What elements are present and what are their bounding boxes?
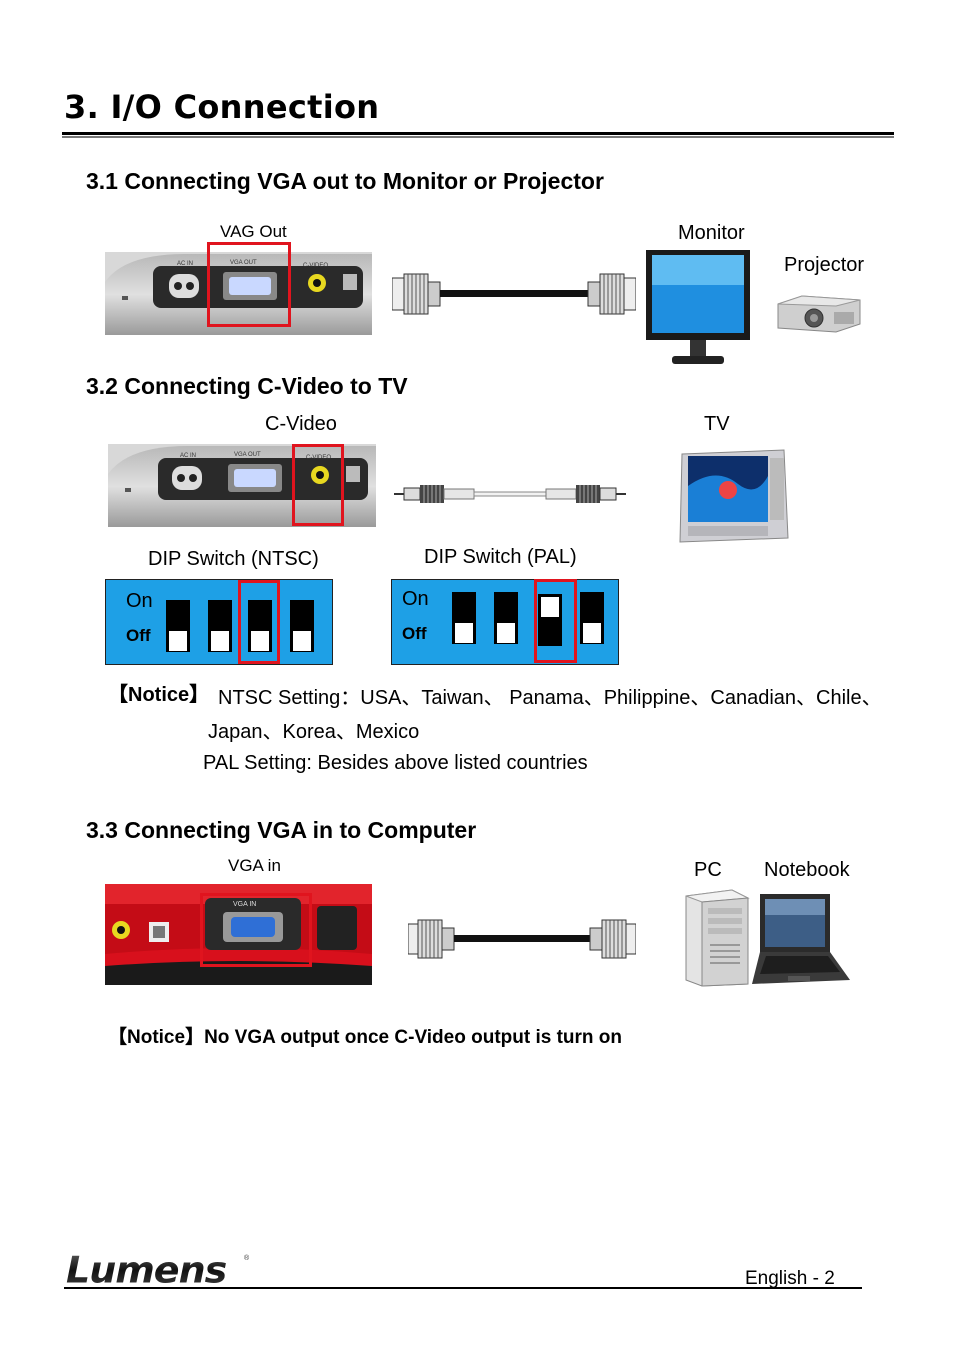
notice-pal-line: PAL Setting: Besides above listed countr…	[203, 752, 588, 774]
dip-ntsc-switch-3	[248, 600, 272, 652]
section-3-3-title: 3.3 Connecting VGA in to Computer	[86, 817, 477, 843]
lumens-logo: Lumens ®	[64, 1249, 260, 1291]
rca-cable-illustration	[394, 482, 626, 506]
dip-ntsc-switch-2	[208, 600, 232, 652]
dip-switch-pal: On Off	[391, 579, 619, 665]
svg-text:®: ®	[244, 1254, 250, 1262]
ac-in-text: AC IN	[180, 453, 196, 459]
title-rule	[62, 132, 894, 135]
dip-pal-highlight	[534, 579, 577, 663]
vga-out-label: VAG Out	[220, 222, 287, 241]
vga-in-label: VGA in	[228, 856, 281, 875]
tv-label: TV	[704, 413, 730, 435]
dip-ntsc-label: DIP Switch (NTSC)	[148, 548, 319, 570]
c-video-text: C-VIDEO	[303, 263, 328, 269]
vga-in-highlight	[200, 893, 312, 967]
dip-pal-on-label: On	[402, 588, 429, 610]
dip-switch-ntsc: On Off	[105, 579, 333, 665]
vga-in-text: VGA IN	[233, 901, 256, 908]
dip-ntsc-off-label: Off	[126, 626, 151, 645]
projector-label: Projector	[784, 254, 865, 276]
notebook-illustration	[750, 892, 852, 988]
notice-ntsc-line-2: Japan、Korea、Mexico	[208, 721, 420, 743]
notice-bracket: 【Notice】	[108, 684, 210, 706]
vga-out-text: VGA OUT	[234, 452, 261, 458]
dip-pal-switch-2	[494, 592, 518, 644]
dip-ntsc-switch-1	[166, 600, 190, 652]
device-side-photo-vga-in: VGA IN	[105, 884, 372, 985]
notice-ntsc-line-1: NTSC Setting：USA、Taiwan、 Panama、Philippi…	[218, 687, 882, 709]
dip-pal-switch-4	[580, 592, 604, 644]
c-video-highlight	[292, 444, 344, 526]
monitor-illustration	[644, 248, 752, 368]
vga-out-text: VGA OUT	[230, 260, 257, 266]
c-video-label: C-Video	[265, 413, 337, 435]
dip-ntsc-switch-4	[290, 600, 314, 652]
vga-out-highlight	[207, 242, 291, 327]
monitor-label: Monitor	[678, 222, 745, 244]
c-video-text: C-VIDEO	[306, 455, 331, 461]
footer-rule	[64, 1287, 862, 1289]
section-3-2-title: 3.2 Connecting C-Video to TV	[86, 373, 408, 399]
pc-tower-illustration	[684, 888, 750, 988]
ac-in-text: AC IN	[177, 261, 193, 267]
page-title: 3. I/O Connection	[64, 88, 380, 126]
pc-label: PC	[694, 859, 722, 881]
notebook-label: Notebook	[764, 859, 850, 881]
lumens-logo-text: Lumens	[66, 1250, 226, 1290]
title-rule-shadow	[62, 136, 894, 138]
vga-cable-illustration	[391, 272, 637, 316]
dip-pal-off-label: Off	[402, 624, 427, 643]
dip-ntsc-on-label: On	[126, 590, 153, 612]
vga-cable-illustration-2	[407, 918, 637, 960]
dip-pal-switch-1	[452, 592, 476, 644]
dip-pal-switch-3	[538, 594, 562, 646]
notice-vga-output: 【Notice】No VGA output once C-Video outpu…	[108, 1027, 623, 1048]
device-rear-photo-c-video: AC IN VGA OUT C-VIDEO	[108, 444, 376, 527]
dip-pal-label: DIP Switch (PAL)	[424, 546, 577, 568]
page-number: English - 2	[745, 1268, 835, 1289]
device-rear-photo-vga-out: AC IN VGA OUT C-VIDEO	[105, 252, 372, 335]
dip-ntsc-highlight	[238, 580, 280, 664]
section-3-1-title: 3.1 Connecting VGA out to Monitor or Pro…	[86, 168, 604, 194]
projector-illustration	[772, 292, 864, 336]
tv-illustration	[676, 446, 790, 548]
